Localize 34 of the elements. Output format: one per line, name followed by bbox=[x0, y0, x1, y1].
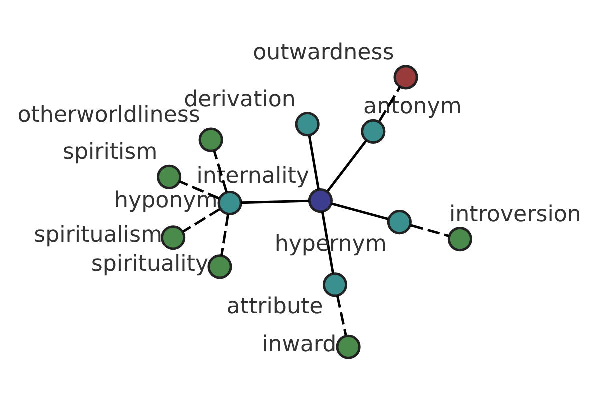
node-circle bbox=[322, 272, 348, 298]
connector bbox=[182, 208, 221, 233]
connector bbox=[327, 140, 368, 192]
node-label: attribute bbox=[226, 294, 324, 320]
node-circle bbox=[218, 190, 242, 216]
node-label: antonym bbox=[364, 94, 462, 120]
node-label: spiritualism bbox=[34, 222, 163, 248]
node-circle bbox=[295, 112, 320, 137]
node-label: inward bbox=[262, 331, 337, 358]
node-label: spiritism bbox=[62, 139, 158, 166]
node-circle bbox=[308, 188, 333, 214]
node-label: hyponym bbox=[114, 187, 218, 214]
connector bbox=[241, 200, 310, 204]
connector bbox=[308, 136, 320, 190]
connector bbox=[411, 224, 450, 238]
node-label: introversion bbox=[450, 201, 582, 228]
connector bbox=[220, 214, 230, 256]
node-circle bbox=[161, 226, 186, 250]
connector bbox=[179, 180, 220, 200]
connector bbox=[336, 296, 348, 336]
node-circle bbox=[208, 254, 232, 280]
connector bbox=[378, 86, 402, 122]
node-label: internality bbox=[196, 162, 310, 189]
node-circle bbox=[361, 119, 386, 144]
node-circle bbox=[387, 210, 412, 235]
connector bbox=[213, 150, 228, 193]
node-circle bbox=[157, 164, 182, 190]
node-label: spirituality bbox=[91, 251, 209, 278]
node-circle bbox=[394, 65, 418, 90]
node-circle bbox=[336, 334, 361, 360]
connector bbox=[331, 202, 389, 220]
node-label: outwardness bbox=[253, 40, 394, 66]
node-circle bbox=[448, 227, 472, 252]
node-circle bbox=[198, 128, 224, 152]
